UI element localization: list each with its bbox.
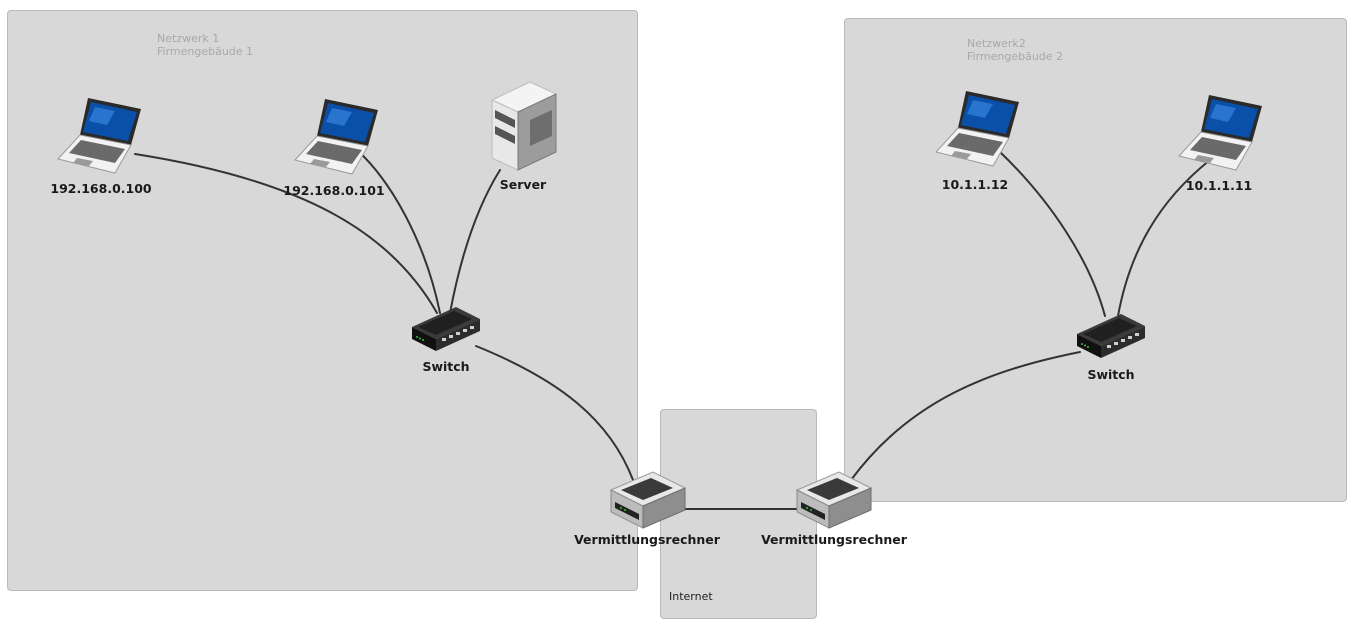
switch-icon [412,307,480,351]
server-label: Server [499,177,547,192]
laptop-c-label: 10.1.1.12 [941,177,1009,192]
laptop-a-label: 192.168.0.100 [50,181,152,196]
network-2-title: Netzwerk2 Firmengebäude 2 [967,37,1063,63]
switch-1-node[interactable] [410,305,484,359]
router-2-label: Vermittlungsrechner [761,532,907,547]
laptop-d-label: 10.1.1.11 [1185,178,1253,193]
router-1-label: Vermittlungsrechner [574,532,720,547]
laptop-b-label: 192.168.0.101 [283,183,385,198]
link-server-switch1 [449,169,501,314]
link-laptop-d-switch2 [1117,159,1211,317]
laptop-node-d[interactable] [1176,92,1266,181]
laptop-node-b[interactable] [292,96,382,185]
internet-title: Internet [669,590,713,603]
router-2-node[interactable] [795,470,873,534]
network-2-subtitle: Firmengebäude 2 [967,50,1064,63]
link-router2-switch2 [850,351,1081,481]
laptop-icon [935,91,1019,167]
link-switch1-router1 [475,345,634,481]
network-1-subtitle: Firmengebäude 1 [157,45,254,58]
internet-zone: Internet [660,409,817,619]
server-icon [490,81,558,171]
laptop-icon [1178,95,1262,171]
network-2-zone: Netzwerk2 Firmengebäude 2 [844,18,1347,502]
router-icon [609,471,687,529]
connection-lines [134,149,1211,510]
link-laptop-c-switch2 [999,151,1106,317]
network-1-title: Netzwerk 1 Firmengebäude 1 [157,32,253,58]
router-1-node[interactable] [609,470,687,534]
switch-icon [1077,314,1145,358]
laptop-node-a[interactable] [55,95,145,184]
laptop-node-c[interactable] [933,88,1023,177]
laptop-icon [294,99,378,175]
switch-2-node[interactable] [1075,312,1149,366]
laptop-icon [57,98,141,174]
network-1-name: Netzwerk 1 [157,32,220,45]
link-laptop-b-switch1 [356,149,441,314]
link-laptop-a-switch1 [134,153,438,314]
switch-2-label: Switch [1087,367,1135,382]
server-node[interactable] [490,80,560,176]
switch-1-label: Switch [422,359,470,374]
router-icon [795,471,873,529]
network-2-name: Netzwerk2 [967,37,1026,50]
